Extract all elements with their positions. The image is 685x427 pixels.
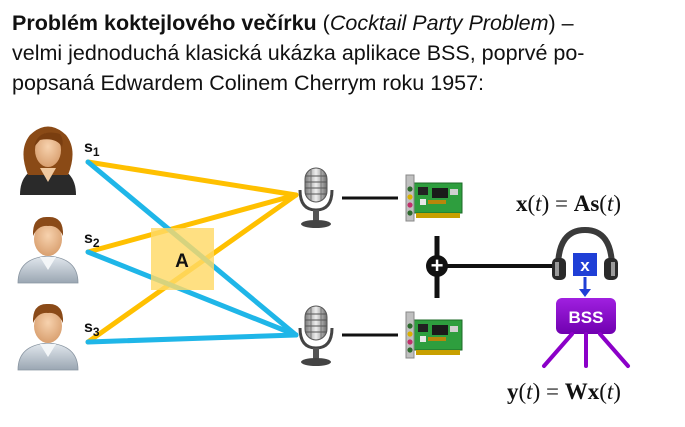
mixing-equation: x(t) = As(t) [516, 191, 621, 216]
source-3-label: s3 [84, 319, 100, 339]
source-1-label: s1 [84, 139, 100, 159]
paren-open: ( [316, 11, 330, 35]
observed-signal-label: x [580, 256, 590, 275]
bss-label: BSS [569, 308, 604, 327]
headphones-icon [552, 226, 618, 280]
mixing-matrix-label: A [175, 251, 189, 272]
unmixing-equation: y(t) = Wx(t) [507, 379, 621, 404]
source-2-label: s2 [84, 230, 100, 250]
mixing-matrix-box [151, 228, 214, 290]
sum-node [426, 255, 448, 277]
heading-line-3: popsaná Edwardem Colinem Cherrym roku 19… [12, 71, 485, 95]
title-english: Cocktail Party Problem [329, 11, 549, 35]
microphone-2-icon [298, 304, 334, 368]
observed-signal-box [573, 253, 597, 276]
man-avatar-icon [17, 303, 79, 371]
source-speaker-1: s1 [20, 126, 100, 195]
mix-line-s1-mic1 [85, 159, 299, 198]
source-speaker-3: s3 [17, 303, 100, 371]
title-czech: Problém koktejlového večírku [12, 11, 317, 35]
woman-avatar-icon [20, 126, 76, 195]
sound-card-1-icon [405, 174, 463, 222]
heading-line-2: velmi jednoduchá klasická ukázka aplikac… [12, 41, 585, 65]
sum-plus-label: + [431, 253, 444, 278]
heading: Problém koktejlového večírku (Cocktail P… [12, 8, 677, 98]
microphone-1-icon [298, 166, 334, 230]
bss-block [556, 298, 616, 334]
mix-line-s2-mic2 [85, 249, 299, 338]
mix-line-s3-mic2 [85, 332, 299, 345]
paren-close: ) – [548, 11, 574, 35]
man-avatar-icon [17, 216, 79, 284]
source-speaker-2: s2 [17, 216, 100, 284]
arrow-to-bss-head [579, 289, 591, 297]
bss-output-lines [542, 332, 630, 368]
mix-line-s2-mic1 [85, 192, 299, 255]
sound-card-2-icon [405, 311, 463, 359]
